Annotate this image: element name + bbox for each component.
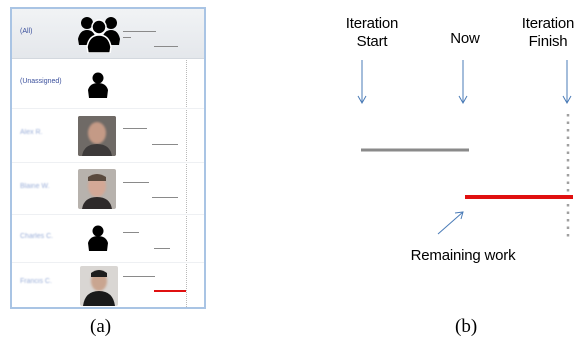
remaining-work-bar [154, 46, 178, 47]
row-name: Alex R. [20, 129, 43, 136]
avatar [80, 266, 118, 306]
person-silhouette-icon [88, 72, 108, 98]
iteration-end-marker [186, 9, 187, 307]
work-done-bar [123, 276, 155, 277]
caption-a: (a) [90, 316, 112, 337]
remaining-work-bar [154, 248, 170, 249]
iteration-start-label: Iteration Start [345, 15, 399, 50]
team-row-member[interactable]: Francis C. [12, 263, 204, 307]
avatar [78, 169, 116, 209]
person-silhouette-icon [88, 225, 108, 251]
remaining-work-bar [154, 290, 186, 292]
work-done-bar [123, 31, 156, 32]
remaining-work-label: Remaining work [410, 247, 516, 264]
iteration-finish-label: Iteration Finish [521, 15, 575, 50]
remaining-work-bar [152, 144, 178, 145]
caption-b: (b) [455, 316, 478, 337]
start-arrow-head [357, 95, 367, 105]
work-done-bar [123, 37, 131, 38]
team-row-all[interactable]: (All) [12, 9, 204, 59]
group-silhouette-icon [78, 17, 120, 53]
remaining-work-bar [152, 197, 178, 198]
work-done-bar [123, 232, 139, 233]
now-arrow-head [458, 95, 468, 105]
remaining-arrow-head [454, 211, 464, 220]
team-progress-panel: (All) (Unassigned) Alex R. [10, 7, 206, 309]
remaining-arrow [437, 211, 464, 235]
row-name: (All) [20, 28, 33, 35]
now-label: Now [450, 30, 480, 47]
work-done-bar [123, 182, 149, 183]
team-row-member[interactable]: Alex R. [12, 109, 204, 163]
avatar [78, 116, 116, 156]
row-name: Blaine W. [20, 183, 50, 190]
row-name: Francis C. [20, 278, 52, 285]
team-row-member[interactable]: Blaine W. [12, 163, 204, 215]
work-done-bar [123, 128, 147, 129]
team-row-unassigned[interactable]: (Unassigned) [12, 59, 204, 109]
row-name: Charles C. [20, 233, 54, 240]
team-row-member[interactable]: Charles C. [12, 215, 204, 263]
finish-arrow-head [562, 95, 572, 105]
row-name: (Unassigned) [20, 78, 62, 85]
